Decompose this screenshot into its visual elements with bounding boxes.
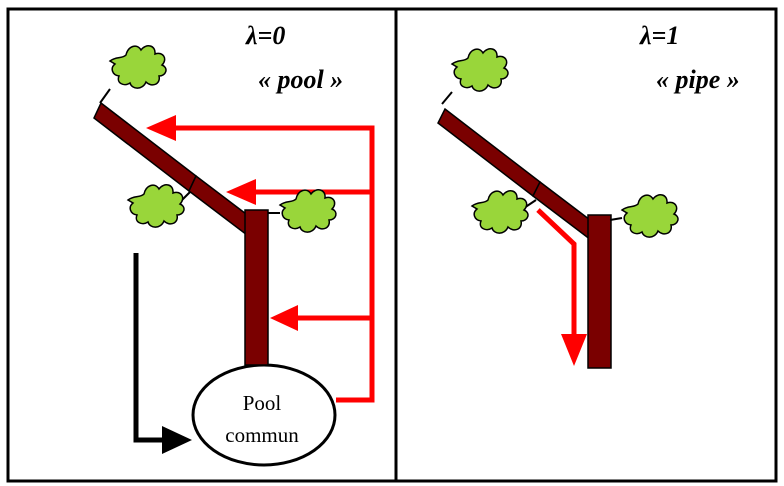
right-plant-branch-upper — [437, 107, 541, 198]
pool-label-line2: commun — [225, 423, 299, 447]
left-right-leaf — [268, 189, 337, 233]
right-top-leaf — [441, 48, 509, 105]
right-plant-trunk — [587, 214, 612, 369]
right-panel: λ=1 « pipe » — [437, 21, 740, 369]
outer-frame — [6, 7, 778, 483]
red-pipe-arrowhead — [561, 334, 587, 366]
left-plant-branch-upper — [93, 101, 197, 193]
pool-ellipse — [191, 363, 337, 467]
pool-label-line1: Pool — [243, 391, 282, 415]
red-arrowhead-lower — [270, 305, 298, 331]
right-mode-label: « pipe » — [656, 65, 740, 94]
left-lambda-label: λ=0 — [245, 21, 285, 50]
red-collector-line — [172, 125, 375, 403]
red-pipe-flow-line — [536, 208, 577, 336]
left-panel: Pool commun λ=0 « pool » — [93, 21, 375, 467]
left-mode-label: « pool » — [258, 65, 343, 94]
left-middle-leaf — [127, 184, 191, 228]
red-flow-network — [172, 125, 375, 403]
right-right-leaf — [609, 194, 679, 238]
red-arrowhead-middle — [226, 179, 256, 205]
left-top-leaf — [99, 45, 167, 104]
red-arrowhead-top — [146, 115, 176, 141]
left-plant-trunk — [244, 209, 269, 366]
right-middle-leaf — [471, 190, 537, 234]
black-return-line — [133, 253, 164, 443]
black-arrowhead — [162, 426, 192, 454]
right-lambda-label: λ=1 — [639, 21, 679, 50]
